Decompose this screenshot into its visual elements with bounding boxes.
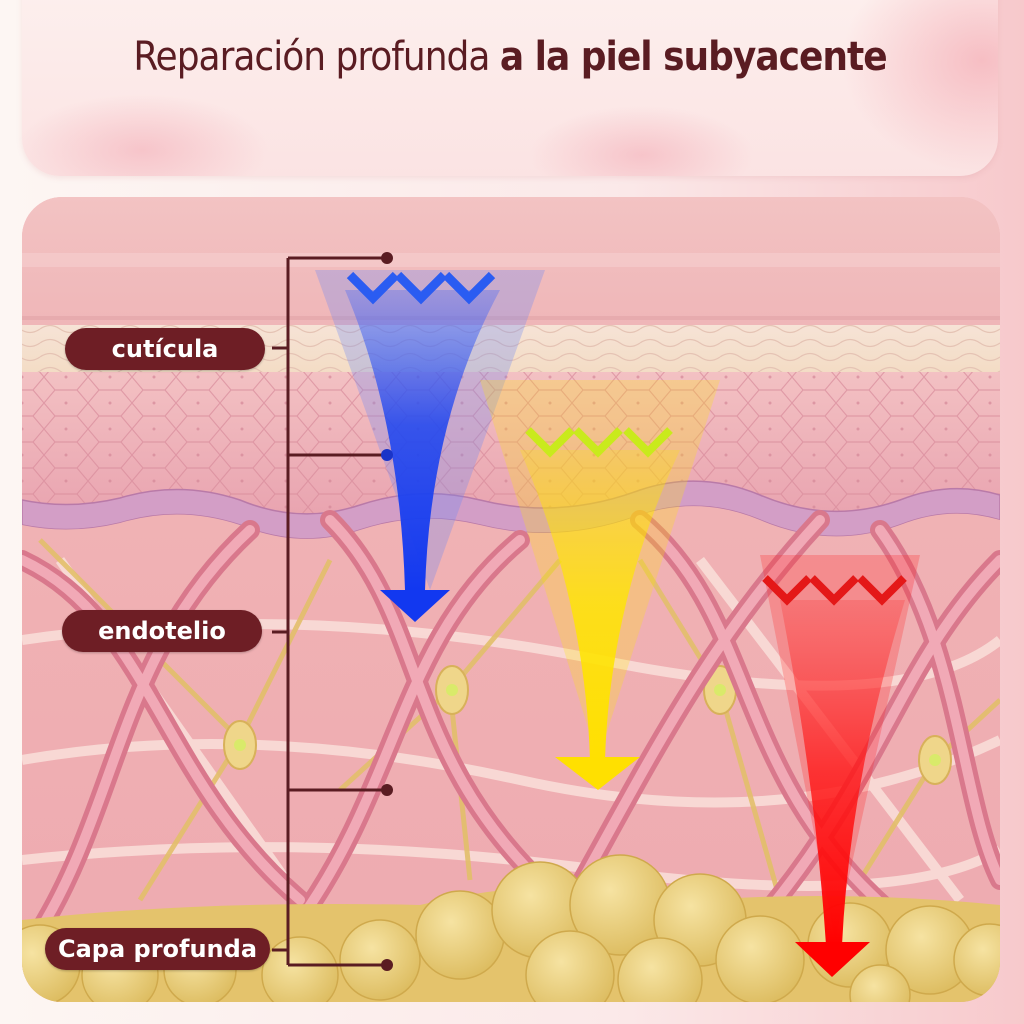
skin-layers-illustration bbox=[22, 197, 1000, 1002]
title-part-1: Reparación profunda bbox=[133, 34, 490, 80]
depth-bracket bbox=[272, 256, 385, 967]
page-title: Reparación profunda a la piel subyacente bbox=[22, 34, 998, 80]
blue-light-arrow bbox=[315, 270, 545, 622]
label-cuticle: cutícula bbox=[65, 328, 265, 370]
yellow-light-arrow bbox=[480, 380, 720, 790]
skin-illustration-panel: cutícula endotelio Capa profunda bbox=[22, 197, 1000, 1002]
bracket-dots bbox=[381, 252, 393, 971]
label-deep-layer: Capa profunda bbox=[45, 928, 270, 970]
label-endothelium: endotelio bbox=[62, 610, 262, 652]
fat-layer bbox=[22, 854, 1000, 1002]
red-light-arrow bbox=[760, 555, 920, 977]
title-part-2: a la piel subyacente bbox=[499, 34, 888, 80]
title-card: Reparación profunda a la piel subyacente bbox=[22, 0, 998, 176]
